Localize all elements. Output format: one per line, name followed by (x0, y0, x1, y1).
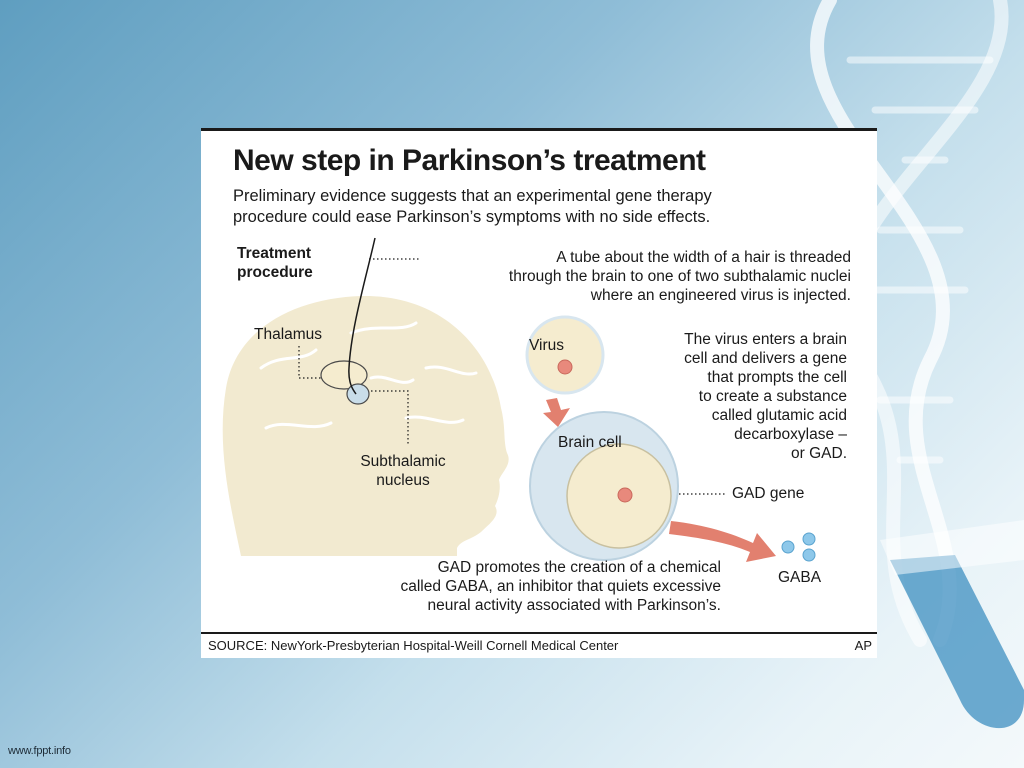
top-rule (201, 128, 877, 131)
thalamus-label: Thalamus (254, 326, 323, 343)
subthalamic-nucleus-shape (346, 383, 370, 405)
virus-to-cell-arrow (543, 398, 570, 427)
virus-dot (557, 359, 573, 375)
parkinsons-infographic: New step in Parkinson’s treatment Prelim… (201, 128, 877, 658)
tube-wire (348, 237, 376, 395)
thalamus-shape (320, 360, 368, 390)
treatment-procedure-label: Treatment procedure (237, 245, 313, 281)
leader-lines (298, 258, 726, 495)
gad-gene-label: GAD gene (732, 485, 805, 502)
infographic-title: New step in Parkinson’s treatment (233, 144, 706, 177)
ap-credit: AP (854, 638, 872, 653)
brain-sulci (259, 321, 478, 430)
diagram-graphics (222, 237, 816, 562)
brain-cell-label: Brain cell (558, 434, 622, 451)
gaba-molecules (781, 532, 816, 562)
virus-caption: The virus enters a brain cell and delive… (684, 331, 847, 462)
gad-gene-dot (617, 487, 633, 503)
subthalamic-nucleus-label: Subthalamic nucleus (360, 453, 446, 489)
gaba-caption: GAD promotes the creation of a chemical … (400, 559, 721, 614)
source-note: SOURCE: NewYork-Presbyterian Hospital-We… (208, 638, 619, 653)
infographic-subtitle: Preliminary evidence suggests that an ex… (233, 187, 712, 226)
source-rule (201, 632, 877, 634)
test-tube-decoration (880, 520, 1024, 729)
footer-credit: www.fppt.info (8, 745, 71, 757)
tube-caption: A tube about the width of a hair is thre… (508, 249, 851, 304)
virus-label: Virus (529, 337, 565, 354)
cell-to-gaba-arrow (669, 521, 776, 562)
head-silhouette (222, 295, 509, 556)
gaba-label: GABA (778, 569, 822, 586)
virus-circle (525, 315, 605, 395)
